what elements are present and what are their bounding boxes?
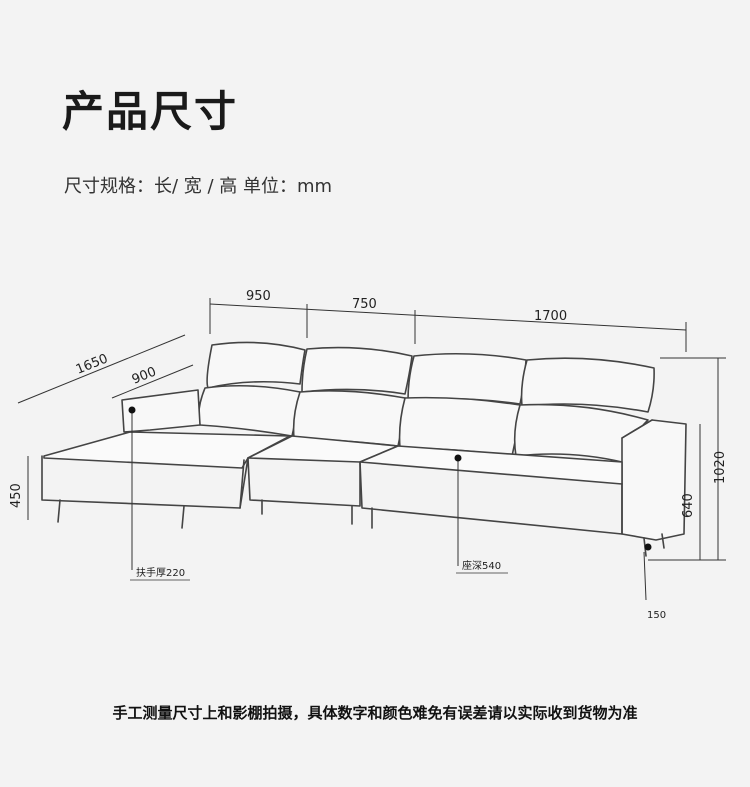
dim-450: 450 bbox=[9, 483, 24, 508]
dim-950: 950 bbox=[246, 289, 271, 304]
chaise-seat bbox=[43, 431, 291, 469]
lower-cushion-1 bbox=[198, 384, 301, 437]
measurement-note: 手工测量尺寸上和影棚拍摄，具体数字和颜色难免有误差请以实际收到货物为准 bbox=[112, 704, 638, 722]
dim-1700: 1700 bbox=[534, 309, 567, 324]
size-spec: 尺寸规格：长/ 宽 / 高 单位：mm bbox=[64, 176, 333, 197]
left-armrest bbox=[121, 389, 201, 433]
back-cushion-2 bbox=[301, 346, 413, 395]
dim-900: 900 bbox=[130, 365, 159, 388]
right-armrest bbox=[621, 419, 687, 541]
seat-depth-label: 座深540 bbox=[462, 559, 501, 572]
page-title: 产品尺寸 bbox=[62, 87, 239, 136]
dim-150: 150 bbox=[647, 610, 666, 621]
armrest-thickness-label: 扶手厚220 bbox=[136, 566, 185, 579]
dim-640: 640 bbox=[681, 493, 696, 518]
right-seat bbox=[359, 445, 623, 485]
dim-750: 750 bbox=[352, 297, 377, 312]
back-cushion-3 bbox=[407, 352, 527, 405]
back-cushion-1 bbox=[206, 341, 306, 389]
dim-1650: 1650 bbox=[74, 351, 110, 377]
dim-1020: 1020 bbox=[713, 451, 728, 484]
back-cushion-4 bbox=[520, 357, 655, 413]
